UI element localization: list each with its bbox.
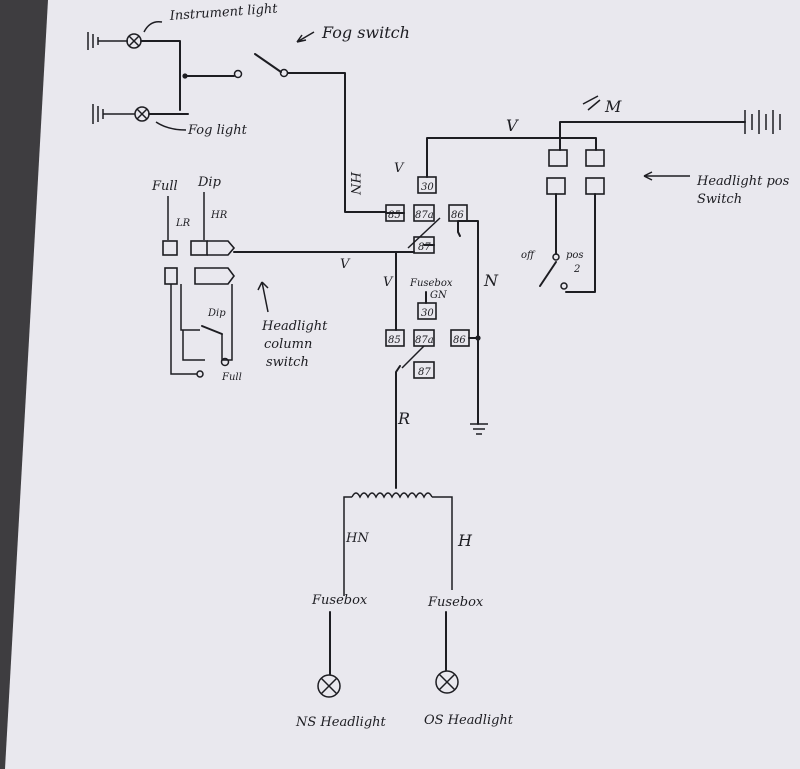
relay-upper-85: 85 — [388, 210, 401, 221]
os-headlight-lamp — [435, 670, 459, 694]
ground-symbol-instrument — [87, 32, 128, 50]
relay-lower-87: 87 — [418, 367, 431, 378]
ground-symbol-fog — [92, 104, 135, 124]
fog-light-label: Fog light — [187, 123, 248, 138]
headlight-pos-switch-label-2: Switch — [697, 192, 742, 207]
v-relay-label: V — [394, 161, 405, 176]
dip-top-label: Dip — [197, 175, 222, 190]
headlight-column-switch-label-2: column — [264, 337, 312, 352]
v-left-label: V — [340, 257, 351, 272]
fusebox-left-label: Fusebox — [311, 593, 368, 608]
r-wire-label: R — [397, 409, 410, 428]
pos-label: pos — [566, 250, 584, 261]
fog-switch-label: Fog switch — [321, 23, 410, 42]
hr-label: HR — [210, 210, 228, 221]
relay-lower-30: 30 — [421, 308, 434, 319]
v-top-label: V — [506, 116, 519, 135]
os-headlight-label: OS Headlight — [424, 713, 514, 728]
off-label: off — [521, 250, 536, 261]
relay-upper-87a: 87a — [415, 210, 434, 221]
ns-headlight-lamp — [317, 674, 341, 698]
gn-label: GN — [430, 290, 448, 301]
ground-symbol-relay — [470, 423, 488, 435]
headlight-column-switch-label-3: switch — [266, 355, 309, 370]
battery-symbol — [700, 110, 781, 134]
relay-lower-87a: 87a — [415, 335, 434, 346]
ns-headlight-label: NS Headlight — [295, 715, 387, 730]
full-top-label: Full — [151, 179, 178, 194]
relay-lower-86: 86 — [453, 335, 466, 346]
relay-lower: 30 85 87a 86 87 — [385, 302, 470, 379]
dip-inner-label: Dip — [207, 308, 226, 319]
relay-upper-87: 87 — [418, 242, 431, 253]
lr-label: LR — [175, 218, 191, 229]
n-wire-label: N — [483, 271, 499, 290]
headlight-column-switch-label-1: Headlight — [261, 319, 328, 334]
m-label-group: M — [582, 95, 622, 116]
hn-upper-label: HN — [347, 171, 362, 195]
headlight-pos-switch-label-1: Headlight pos — [696, 174, 790, 189]
relay-lower-85: 85 — [388, 335, 401, 346]
relay-upper-86: 86 — [451, 210, 464, 221]
full-inner-label: Full — [221, 372, 242, 383]
fusebox-right-label: Fusebox — [427, 595, 484, 610]
splice-coil — [343, 492, 453, 596]
h-wire-label: H — [457, 531, 473, 550]
paper-sheet — [5, 0, 800, 769]
fusebox-mid-label: Fusebox — [409, 278, 453, 289]
m-label: M — [604, 97, 622, 116]
hn-lower-label: HN — [345, 531, 369, 546]
relay-upper-30: 30 — [421, 182, 434, 193]
two-label: 2 — [573, 264, 580, 275]
v-mid-label: V — [383, 275, 394, 290]
